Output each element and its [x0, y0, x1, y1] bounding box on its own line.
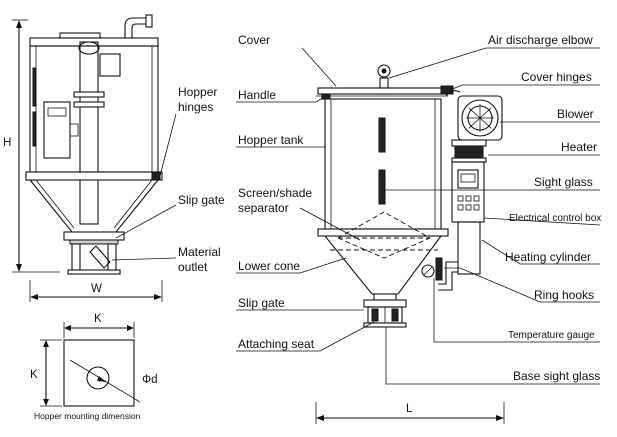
label-sight-glass: Sight glass: [534, 175, 593, 189]
right-handle: [321, 93, 331, 100]
right-sight-glass-lower: [378, 169, 386, 205]
screen-separator-lower: [337, 237, 431, 259]
left-blower-box: [99, 53, 121, 77]
left-hinge-block: [151, 171, 161, 181]
diameter-leader: [69, 359, 141, 403]
left-heating-cylinder: [79, 41, 99, 225]
left-base-plate: [67, 269, 121, 275]
mounting-hole: [86, 366, 110, 390]
right-heating-cylinder: [457, 221, 481, 275]
label-electrical-control-box: Electrical control box: [509, 213, 601, 224]
label-slip-gate-left: Slip gate: [178, 193, 225, 207]
right-slip-gate: [363, 299, 407, 308]
label-screen-separator-1: Screen/shade: [238, 186, 312, 200]
mounting-caption: Hopper mounting dimension: [34, 411, 141, 421]
label-hopper-hinges-2: hinges: [178, 100, 213, 114]
screen-separator-upper: [337, 211, 431, 239]
left-hinge-band: [25, 171, 163, 181]
right-air-discharge-eyebolt: [377, 64, 391, 78]
right-view-drawing: [236, 47, 601, 424]
label-ring-hooks: Ring hooks: [534, 288, 594, 302]
right-blower-fan: [461, 99, 499, 137]
right-heater: [451, 139, 487, 147]
label-hopper-tank: Hopper tank: [238, 133, 304, 147]
control-display: [457, 169, 479, 189]
left-slip-gate: [63, 231, 125, 241]
label-base-sight-glass: Base sight glass: [513, 369, 600, 383]
right-flange-ring: [317, 228, 449, 237]
right-cover-hinge: [440, 85, 454, 95]
left-top-cap: [59, 32, 101, 39]
dim-label-h: H: [3, 137, 11, 149]
label-cover: Cover: [238, 33, 270, 47]
label-temperature-gauge: Temperature gauge: [508, 330, 595, 341]
label-screen-separator-2: separator: [238, 201, 289, 215]
right-sight-glass-upper: [378, 117, 386, 153]
left-view-drawing: [12, 14, 177, 302]
label-air-discharge-elbow: Air discharge elbow: [488, 33, 593, 47]
label-lower-cone: Lower cone: [238, 259, 300, 273]
dim-label-k-vertical: K: [30, 369, 38, 381]
label-heating-cylinder: Heating cylinder: [505, 250, 591, 264]
label-cover-hinges: Cover hinges: [521, 70, 592, 84]
label-blower: Blower: [557, 107, 594, 121]
label-heater: Heater: [561, 140, 597, 154]
right-temperature-gauge: [421, 264, 435, 278]
mounting-plate: [63, 339, 135, 407]
right-cover: [317, 87, 447, 95]
label-slip-gate-right: Slip gate: [238, 296, 285, 310]
mounting-view-drawing: [40, 322, 141, 407]
dim-label-l: L: [406, 403, 413, 415]
label-material-outlet-1: Material: [178, 245, 221, 259]
label-attaching-seat: Attaching seat: [238, 337, 315, 351]
label-material-outlet-2: outlet: [178, 260, 208, 274]
label-handle: Handle: [238, 88, 276, 102]
left-window-lower: [32, 111, 37, 147]
left-discharge-elbow: [124, 17, 146, 38]
label-hopper-hinges-1: Hopper: [178, 85, 217, 99]
dim-label-diameter: Φd: [142, 374, 158, 386]
dim-label-k-horizontal: K: [94, 313, 102, 325]
right-ring-hooks: [435, 257, 443, 281]
left-window-upper: [32, 67, 37, 107]
left-tank-body: [29, 45, 159, 173]
right-lower-cone: [324, 235, 442, 295]
left-material-outlet: [89, 245, 111, 269]
dim-label-w: W: [91, 283, 102, 295]
